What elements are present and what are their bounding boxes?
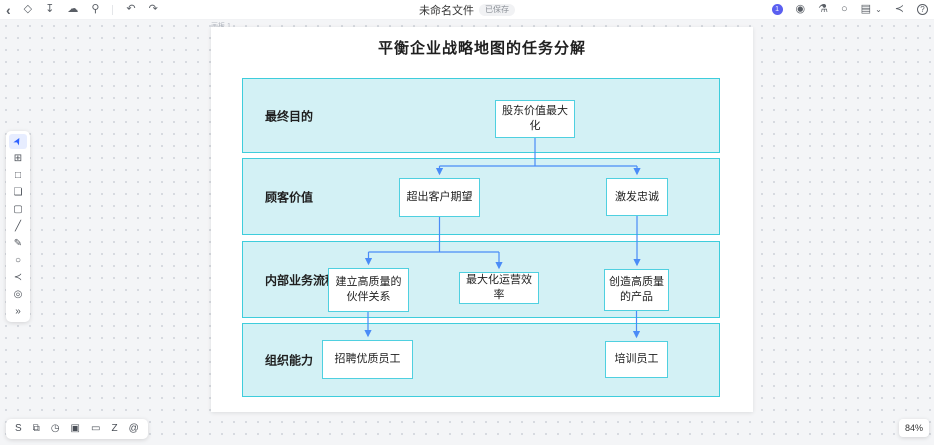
- curve-tool-icon[interactable]: S: [15, 423, 22, 434]
- artboard-label[interactable]: 画板 1: [211, 21, 231, 31]
- band-label: 顾客价值: [265, 190, 314, 204]
- user-avatar[interactable]: 1: [771, 4, 783, 15]
- comments-icon[interactable]: ⧉: [32, 423, 40, 434]
- node-train-employees[interactable]: 培训员工: [605, 341, 668, 378]
- presentation-card-icon[interactable]: ▭: [91, 423, 101, 434]
- layout-icon[interactable]: ▤: [860, 3, 872, 15]
- sleep-mode-icon[interactable]: Z: [111, 423, 118, 434]
- share-icon[interactable]: ≺: [894, 3, 904, 15]
- comment-icon[interactable]: ○: [841, 3, 848, 15]
- redo-icon[interactable]: ↷: [148, 3, 158, 15]
- node-partner-relations[interactable]: 建立高质量的伙伴关系: [328, 268, 409, 312]
- node-exceed-expectations[interactable]: 超出客户期望: [399, 178, 480, 217]
- top-toolbar: ‹ ◇ ↧ ☁ ⚲ ↶ ↷ 未命名文件 已保存 1 ◉ ⚗ ○ ▤ ⌄ ≺ ?: [0, 0, 934, 20]
- artboard-page[interactable]: 平衡企业战略地图的任务分解 最终目的 顾客价值 内部业务流程 组织能力: [211, 27, 753, 412]
- toolbar-left-group: ‹ ◇ ↧ ☁ ⚲ ↶ ↷: [6, 3, 158, 17]
- style-icon[interactable]: ◇: [23, 3, 33, 15]
- back-icon[interactable]: ‹: [6, 1, 11, 18]
- lab-icon[interactable]: ⚗: [818, 3, 829, 15]
- ellipse-tool[interactable]: ○: [14, 255, 22, 266]
- record-icon[interactable]: ◉: [795, 3, 806, 15]
- help-icon[interactable]: ?: [917, 4, 928, 15]
- node-quality-products[interactable]: 创造高质量的产品: [604, 269, 669, 311]
- rounded-rect-tool[interactable]: ▢: [13, 204, 23, 215]
- search-icon[interactable]: ⚲: [91, 3, 100, 15]
- node-inspire-loyalty[interactable]: 激发忠诚: [606, 178, 668, 216]
- pen-tool[interactable]: ✎: [13, 238, 23, 249]
- connector-tool[interactable]: ≺: [13, 272, 23, 283]
- frame-tool[interactable]: ⊞: [13, 153, 23, 164]
- rectangle-tool[interactable]: □: [14, 170, 22, 181]
- save-icon[interactable]: ↧: [45, 3, 55, 15]
- node-recruit-employees[interactable]: 招聘优质员工: [322, 340, 413, 379]
- node-shareholder-value[interactable]: 股东价值最大化: [495, 100, 575, 138]
- line-tool[interactable]: ╱: [14, 221, 22, 232]
- band-label: 最终目的: [265, 109, 314, 123]
- diagram-title[interactable]: 平衡企业战略地图的任务分解: [377, 40, 586, 57]
- file-status-badge: 已保存: [479, 3, 515, 17]
- embed-tool[interactable]: ◎: [13, 289, 23, 300]
- toolbar-right-group: 1 ◉ ⚗ ○ ▤ ⌄ ≺ ?: [771, 3, 928, 15]
- bottom-toolbar: S ⧉ ◷ ▣ ▭ Z @: [6, 419, 148, 439]
- band-label: 内部业务流程: [265, 273, 338, 287]
- expand-tools-icon[interactable]: »: [15, 306, 21, 317]
- zoom-level-badge[interactable]: 84%: [899, 419, 929, 437]
- band-ultimate-goal[interactable]: 最终目的: [242, 78, 720, 153]
- cloud-sync-icon[interactable]: ☁: [67, 3, 79, 15]
- chat-icon[interactable]: ▣: [70, 423, 80, 434]
- timer-icon[interactable]: ◷: [50, 423, 60, 434]
- toolbar-divider: [112, 4, 114, 15]
- shape-tool-panel: ➤ ⊞ □ ❏ ▢ ╱ ✎ ○ ≺ ◎ »: [6, 131, 30, 322]
- mention-icon[interactable]: @: [128, 423, 139, 434]
- select-tool[interactable]: ➤: [9, 134, 27, 149]
- node-operational-efficiency[interactable]: 最大化运营效率: [459, 272, 539, 304]
- band-label: 组织能力: [265, 353, 314, 368]
- chevron-down-icon[interactable]: ⌄: [875, 5, 882, 14]
- undo-icon[interactable]: ↶: [126, 3, 136, 15]
- file-title-area: 未命名文件 已保存: [419, 0, 515, 20]
- file-name[interactable]: 未命名文件: [419, 5, 474, 17]
- canvas[interactable]: 画板 1 平衡企业战略地图的任务分解 最终目的 顾客价值 内部业务流程 组织能力: [0, 20, 934, 445]
- cursor-icon: ➤: [11, 135, 25, 148]
- sticky-note-tool[interactable]: ❏: [13, 187, 23, 198]
